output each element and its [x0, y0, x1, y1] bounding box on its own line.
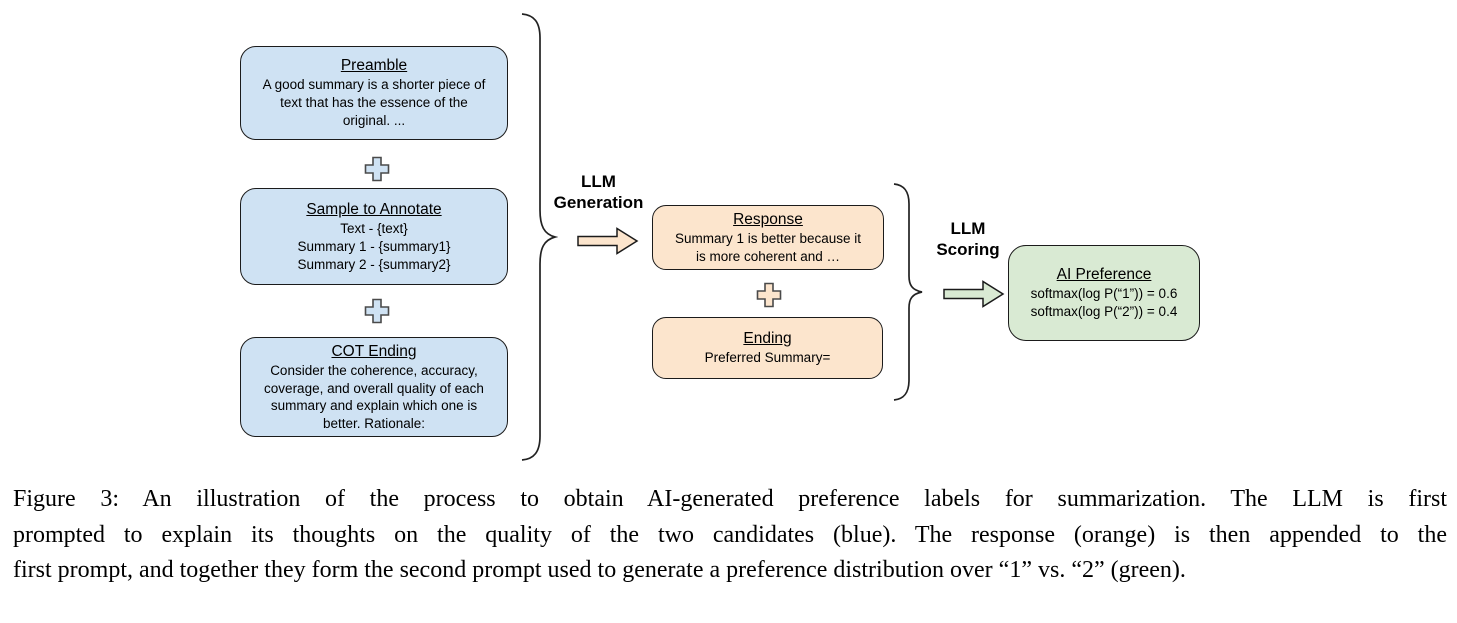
curly-brace-prompt-group: [521, 13, 558, 461]
caption-line: prompted to explain its thoughts on the …: [13, 521, 1447, 548]
llm-generation-label: LLM Generation: [553, 172, 644, 212]
ending-body: Preferred Summary=: [704, 350, 831, 365]
response-box: Response Summary 1 is better because it …: [652, 205, 884, 270]
plus-icon: [756, 282, 782, 308]
preamble-title: Preamble: [340, 57, 408, 74]
plus-icon: [364, 298, 390, 324]
curly-brace-response-group: [893, 183, 923, 401]
ai-preference-box: AI Preference softmax(log P(“1”)) = 0.6 …: [1008, 245, 1200, 341]
response-body: Summary 1 is better because it is more c…: [674, 230, 862, 264]
plus-icon: [364, 156, 390, 182]
caption-line: first prompt, and together they form the…: [13, 557, 1186, 583]
sample-to-annotate-body: Text - {text} Summary 1 - {summary1} Sum…: [297, 220, 451, 272]
response-title: Response: [733, 210, 803, 228]
cot-ending-box: COT Ending Consider the coherence, accur…: [240, 337, 508, 437]
cot-ending-body: Consider the coherence, accuracy, covera…: [264, 363, 484, 431]
preamble-body: A good summary is a shorter piece of tex…: [262, 77, 486, 128]
ending-title: Ending: [743, 330, 792, 347]
ending-box: Ending Preferred Summary=: [652, 317, 883, 379]
preamble-box: Preamble A good summary is a shorter pie…: [240, 46, 508, 140]
ai-preference-body: softmax(log P(“1”)) = 0.6 softmax(log P(…: [1030, 286, 1178, 319]
figure-caption: Figure 3: An illustration of the process…: [13, 482, 1447, 589]
ai-preference-title: AI Preference: [1056, 266, 1152, 283]
caption-line: Figure 3: An illustration of the process…: [13, 486, 1447, 512]
sample-to-annotate-title: Sample to Annotate: [306, 200, 442, 218]
llm-scoring-arrow-icon: [943, 280, 1005, 308]
llm-generation-arrow-icon: [577, 227, 639, 255]
cot-ending-title: COT Ending: [331, 343, 417, 360]
sample-to-annotate-box: Sample to Annotate Text - {text} Summary…: [240, 188, 508, 285]
llm-scoring-label: LLM Scoring: [936, 219, 1000, 259]
